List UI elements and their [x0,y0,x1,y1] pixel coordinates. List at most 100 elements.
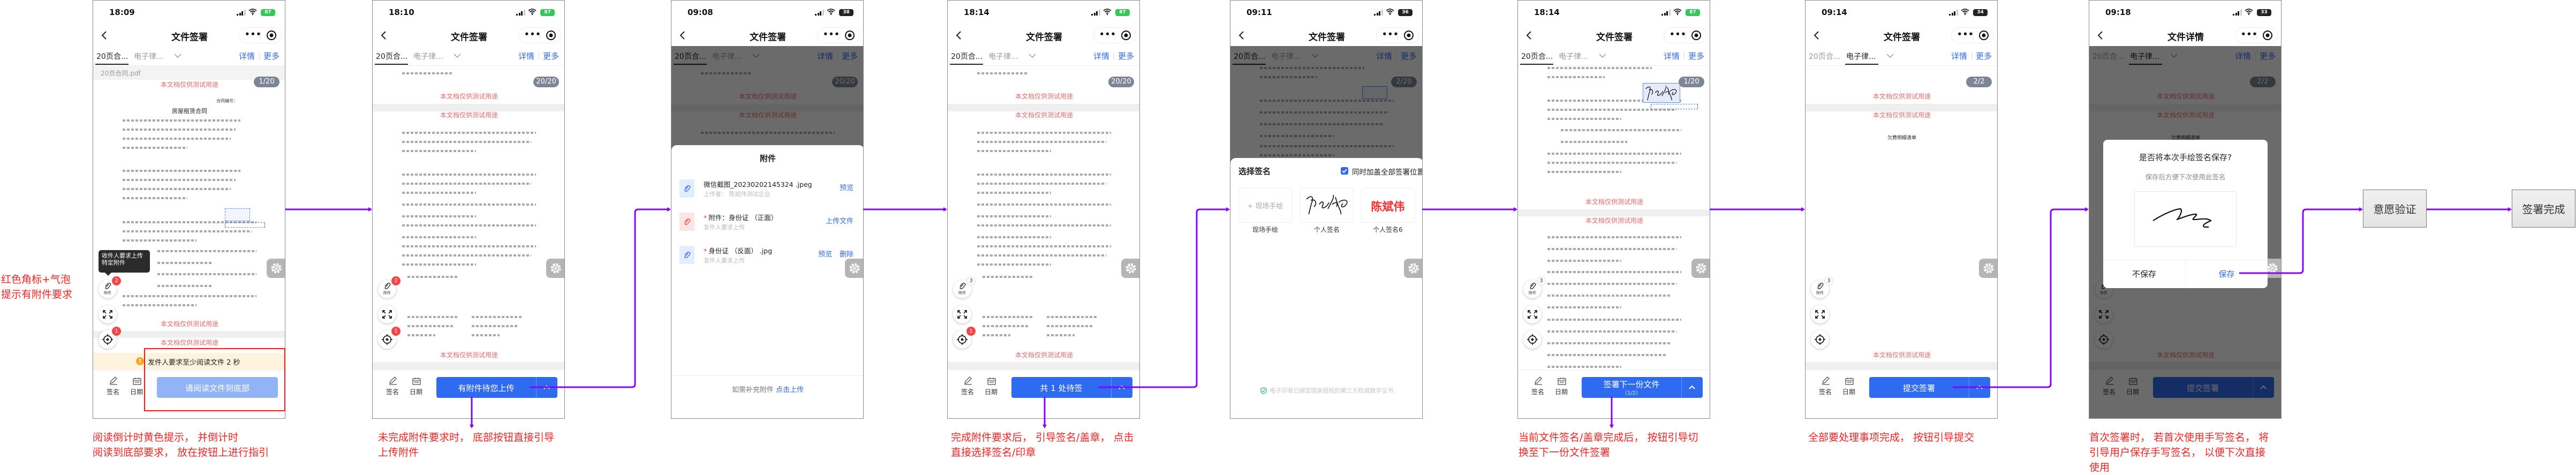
more-link[interactable]: 更多 [1688,51,1705,61]
tab-document-1[interactable]: 20页合... [376,52,408,61]
signature-card-3[interactable]: 陈斌伟 [1361,188,1415,223]
close-mini-program-icon[interactable] [2262,30,2273,41]
tab-document-2[interactable]: 电子律... [712,52,742,61]
fullscreen-button[interactable] [2095,305,2113,323]
more-options-icon[interactable]: ••• [1382,29,1399,39]
details-link[interactable]: 详情 [1093,51,1110,61]
more-link[interactable]: 更多 [1118,51,1135,61]
more-options-icon[interactable]: ••• [1670,29,1687,39]
apply-all-checkbox[interactable] [1341,167,1348,175]
close-mini-program-icon[interactable] [1403,30,1414,41]
date-tool-button[interactable]: 日期 [982,375,1001,399]
primary-action-button[interactable]: 签署下一份文件（1/2） [1582,377,1703,398]
primary-action-button[interactable]: 提交签署 [2153,377,2274,398]
attachment-action-upload[interactable]: 上传文件 [825,217,853,225]
date-tool-button[interactable]: 日期 [407,375,426,399]
close-mini-program-icon[interactable] [1978,30,1989,41]
more-options-icon[interactable]: ••• [245,29,262,39]
tab-document-1[interactable]: 20页合... [2092,52,2125,61]
tab-dropdown-chevron-icon[interactable] [173,53,182,58]
details-link[interactable]: 详情 [2235,51,2252,61]
settings-gear-button[interactable] [1979,259,1997,278]
click-upload-link[interactable]: 点击上传 [776,386,804,394]
expand-up-chevron-icon[interactable] [2260,385,2267,390]
settings-gear-button[interactable] [1691,259,1710,278]
back-icon[interactable] [380,31,388,40]
more-options-icon[interactable]: ••• [1099,29,1116,39]
close-mini-program-icon[interactable] [1121,30,1131,41]
tab-document-2[interactable]: 电子律... [1271,52,1301,61]
tab-document-2[interactable]: 电子律... [413,52,443,61]
tab-document-2[interactable]: 电子律... [2130,52,2160,61]
close-mini-program-icon[interactable] [1691,30,1702,41]
back-icon[interactable] [101,31,108,40]
tab-document-1[interactable]: 20页合... [951,52,983,61]
tab-document-1[interactable]: 20页合... [675,52,707,61]
expand-up-chevron-icon[interactable] [1976,385,1983,390]
settings-gear-button[interactable] [1121,259,1139,278]
tab-document-1[interactable]: 20页合... [1809,52,1841,61]
more-link[interactable]: 更多 [263,51,280,61]
date-tool-button[interactable]: 日期 [1840,375,1859,399]
sign-tool-button[interactable]: 签名 [958,375,978,399]
tab-document-2[interactable]: 电子律... [134,52,164,61]
signature-card-1[interactable]: + 现场手绘 [1238,188,1292,223]
date-tool-button[interactable]: 日期 [2124,375,2143,399]
sign-tool-button[interactable]: 签名 [2100,375,2119,399]
locate-signature-button[interactable] [1523,330,1542,349]
settings-gear-button[interactable] [546,259,564,278]
details-link[interactable]: 详情 [1376,51,1393,61]
date-tool-button[interactable]: 日期 [127,375,147,399]
date-tool-button[interactable]: 日期 [1552,375,1572,399]
expand-up-chevron-icon[interactable] [1118,385,1125,390]
settings-gear-button[interactable] [267,259,285,278]
sign-tool-button[interactable]: 签名 [1816,375,1835,399]
back-icon[interactable] [2097,31,2104,40]
dont-save-button[interactable]: 不保存 [2132,269,2156,279]
details-link[interactable]: 详情 [817,51,834,61]
attachment-action-preview[interactable]: 预览 [818,251,832,259]
tab-document-1[interactable]: 20页合... [96,52,129,61]
details-link[interactable]: 详情 [239,51,255,61]
attachment-action-delete[interactable]: 删除 [839,251,853,259]
sign-tool-button[interactable]: 签名 [383,375,403,399]
tab-dropdown-chevron-icon[interactable] [1028,53,1037,58]
tab-dropdown-chevron-icon[interactable] [1311,53,1319,58]
more-link[interactable]: 更多 [1401,51,1417,61]
close-mini-program-icon[interactable] [844,30,855,41]
details-link[interactable]: 详情 [1664,51,1680,61]
tab-document-2[interactable]: 电子律... [988,52,1018,61]
back-icon[interactable] [1238,31,1245,40]
settings-gear-button[interactable] [845,259,863,278]
fullscreen-button[interactable] [1523,305,1542,323]
details-link[interactable]: 详情 [1951,51,1968,61]
sign-tool-button[interactable]: 签名 [104,375,123,399]
close-mini-program-icon[interactable] [266,30,277,41]
tab-dropdown-chevron-icon[interactable] [2170,53,2178,58]
expand-up-chevron-icon[interactable] [1688,385,1696,390]
details-link[interactable]: 详情 [518,51,535,61]
settings-gear-button[interactable] [1404,259,1422,278]
back-icon[interactable] [1525,31,1533,40]
tab-document-1[interactable]: 20页合... [1521,52,1553,61]
more-link[interactable]: 更多 [543,51,560,61]
locate-signature-button[interactable] [2095,330,2113,349]
tab-dropdown-chevron-icon[interactable] [453,53,462,58]
back-icon[interactable] [1813,31,1820,40]
fullscreen-button[interactable] [99,305,117,323]
primary-action-button[interactable]: 提交签署 [1869,377,1990,398]
more-link[interactable]: 更多 [842,51,858,61]
tab-document-1[interactable]: 20页合... [1234,52,1266,61]
fullscreen-button[interactable] [953,305,971,323]
more-options-icon[interactable]: ••• [524,29,541,39]
tab-document-2[interactable]: 电子律... [1559,52,1589,61]
more-options-icon[interactable]: ••• [1957,29,1974,39]
tab-dropdown-chevron-icon[interactable] [1886,53,1894,58]
primary-action-button[interactable]: 有附件待您上传 [436,377,557,398]
more-link[interactable]: 更多 [2260,51,2276,61]
more-link[interactable]: 更多 [1976,51,1992,61]
locate-signature-button[interactable] [1811,330,1829,349]
more-options-icon[interactable]: ••• [823,29,840,39]
close-mini-program-icon[interactable] [546,30,556,41]
tab-dropdown-chevron-icon[interactable] [752,53,760,58]
